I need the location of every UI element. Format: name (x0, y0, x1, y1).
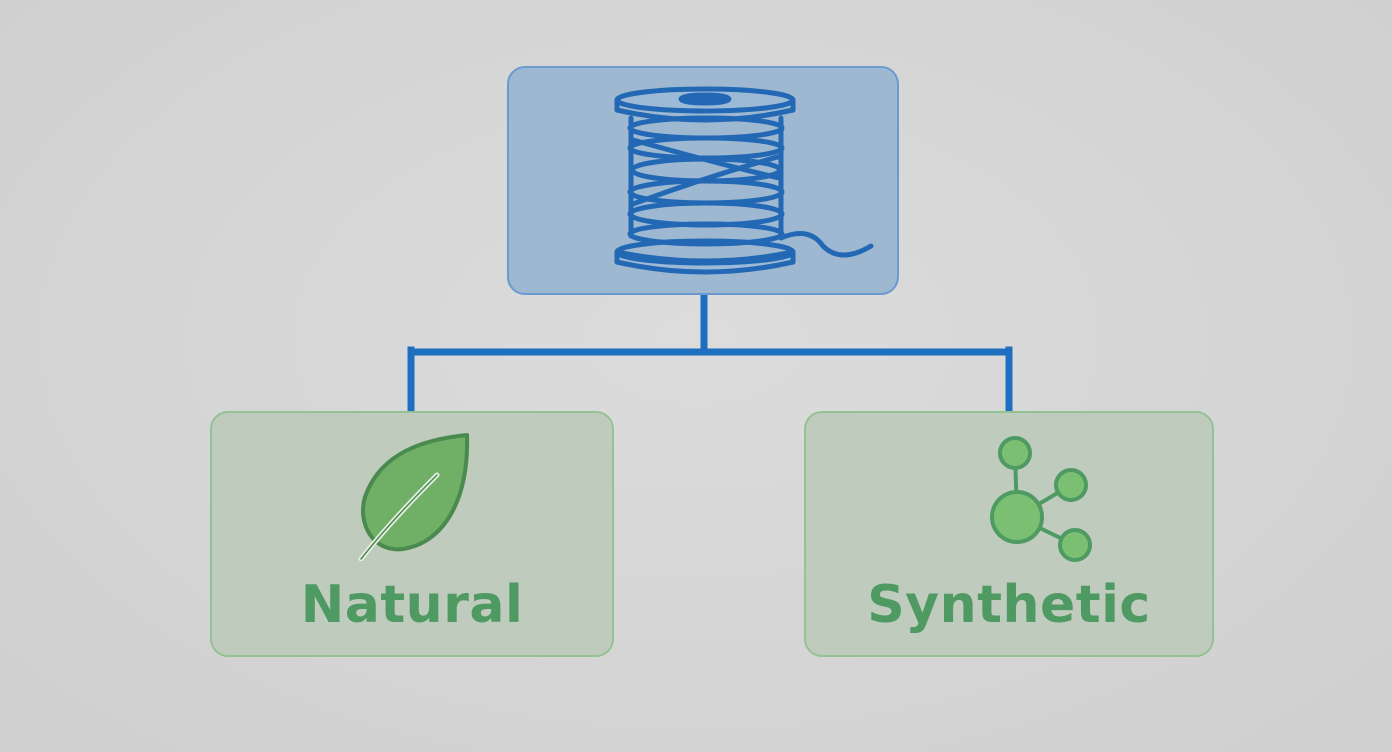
root-node-fiber (507, 66, 899, 295)
molecule-icon (990, 436, 1092, 562)
child-node-natural: Natural (210, 411, 614, 657)
node-label-synthetic: Synthetic (867, 575, 1151, 635)
node-label-natural: Natural (300, 575, 524, 635)
child-node-synthetic: Synthetic (804, 411, 1214, 657)
leaf-icon (358, 433, 470, 561)
thread-spool-icon (614, 86, 874, 275)
